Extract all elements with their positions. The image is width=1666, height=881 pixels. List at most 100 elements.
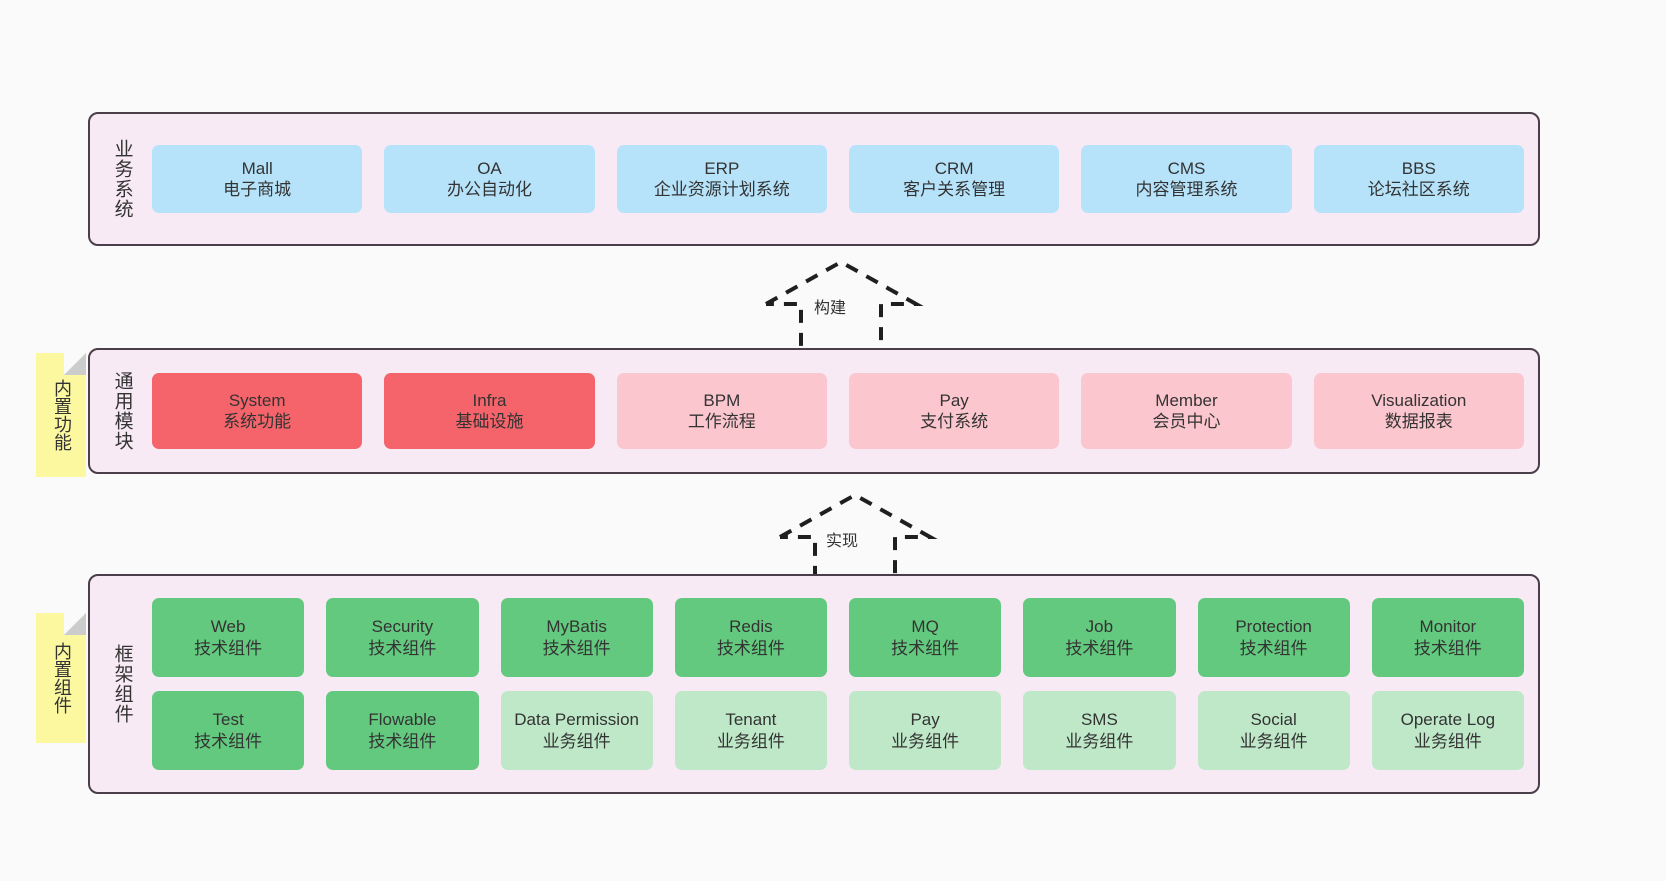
node-crm[interactable]: CRM 客户关系管理 [848, 145, 1060, 213]
node-member-en: Member [1155, 390, 1218, 410]
layer-title-common-module: 通用模块 [111, 371, 133, 451]
node-operate-log-cn: 业务组件 [1413, 731, 1482, 751]
node-tenant-cn: 业务组件 [716, 731, 785, 751]
node-test-en: Test [212, 710, 244, 730]
node-oa-en: OA [477, 158, 502, 178]
node-bbs-cn: 论坛社区系统 [1367, 180, 1470, 199]
layer-title-business-system: 业务系统 [111, 139, 133, 219]
node-bpm-en: BPM [703, 390, 741, 410]
node-test[interactable]: Test 技术组件 [152, 691, 305, 770]
node-security-en: Security [371, 617, 434, 637]
layer-body-business-system: Mall 电子商城 OA 办公自动化 ERP 企业资源计划系统 CRM 客户关系… [144, 114, 1538, 244]
node-monitor-en: Monitor [1419, 617, 1477, 637]
node-bpm[interactable]: BPM 工作流程 [616, 373, 827, 449]
node-system-cn: 系统功能 [223, 412, 292, 431]
node-web-cn: 技术组件 [194, 638, 263, 658]
node-monitor-cn: 技术组件 [1413, 638, 1482, 658]
node-data-permission-cn: 业务组件 [542, 731, 611, 751]
node-flowable-en: Flowable [368, 710, 437, 730]
node-pay-component[interactable]: Pay 业务组件 [849, 691, 1002, 770]
node-social[interactable]: Social 业务组件 [1197, 691, 1350, 770]
node-bpm-cn: 工作流程 [687, 412, 756, 431]
node-redis-cn: 技术组件 [716, 638, 785, 658]
node-mybatis-en: MyBatis [546, 617, 607, 637]
note-fold-corner-icon [64, 353, 86, 375]
node-job-cn: 技术组件 [1065, 638, 1134, 658]
node-visualization-cn: 数据报表 [1384, 412, 1453, 431]
node-web[interactable]: Web 技术组件 [152, 598, 305, 677]
business-system-row: Mall 电子商城 OA 办公自动化 ERP 企业资源计划系统 CRM 客户关系… [152, 145, 1524, 213]
node-mq-cn: 技术组件 [891, 638, 960, 658]
arrow-build-label: 构建 [814, 300, 847, 317]
node-security[interactable]: Security 技术组件 [326, 598, 479, 677]
framework-tech-row: Web 技术组件 Security 技术组件 MyBatis 技术组件 Redi… [152, 598, 1524, 677]
node-infra-en: Infra [472, 390, 507, 410]
node-flowable-cn: 技术组件 [368, 731, 437, 751]
node-test-cn: 技术组件 [194, 731, 263, 751]
note-fold-corner-icon [64, 613, 86, 635]
node-operate-log[interactable]: Operate Log 业务组件 [1371, 691, 1524, 770]
layer-body-common-module: System 系统功能 Infra 基础设施 BPM 工作流程 Pay 支付系统… [144, 350, 1538, 472]
node-mall-cn: 电子商城 [223, 180, 292, 199]
node-bbs-en: BBS [1401, 158, 1436, 178]
node-member[interactable]: Member 会员中心 [1081, 373, 1292, 449]
node-operate-log-en: Operate Log [1400, 710, 1496, 730]
layer-framework-component: 框架组件 Web 技术组件 Security 技术组件 MyBatis 技术组件… [88, 574, 1540, 794]
node-tenant-en: Tenant [725, 710, 777, 730]
layer-business-system: 业务系统 Mall 电子商城 OA 办公自动化 ERP 企业资源计划系统 CRM… [88, 112, 1540, 246]
node-social-cn: 业务组件 [1239, 731, 1308, 751]
arrow-realize-label: 实现 [826, 533, 859, 550]
node-data-permission-en: Data Permission [514, 710, 639, 730]
node-visualization[interactable]: Visualization 数据报表 [1313, 373, 1524, 449]
node-flowable[interactable]: Flowable 技术组件 [326, 691, 479, 770]
node-oa[interactable]: OA 办公自动化 [384, 145, 595, 213]
node-monitor[interactable]: Monitor 技术组件 [1371, 598, 1524, 677]
node-pay-module-en: Pay [939, 390, 969, 410]
node-pay-module-cn: 支付系统 [920, 412, 989, 431]
node-system[interactable]: System 系统功能 [152, 373, 363, 449]
node-bbs[interactable]: BBS 论坛社区系统 [1313, 145, 1524, 213]
sticky-note-builtin-component: 内置组件 [36, 613, 86, 743]
layer-body-framework-component: Web 技术组件 Security 技术组件 MyBatis 技术组件 Redi… [144, 576, 1538, 792]
node-system-en: System [228, 390, 286, 410]
node-mq-en: MQ [911, 617, 939, 637]
node-mq[interactable]: MQ 技术组件 [849, 598, 1002, 677]
node-pay-module[interactable]: Pay 支付系统 [848, 373, 1060, 449]
node-mybatis-cn: 技术组件 [542, 638, 611, 658]
arrow-build: 构建 [756, 256, 926, 356]
node-crm-en: CRM [934, 158, 974, 178]
node-pay-component-en: Pay [910, 710, 940, 730]
node-erp-cn: 企业资源计划系统 [653, 180, 790, 199]
node-visualization-en: Visualization [1371, 390, 1467, 410]
node-mybatis[interactable]: MyBatis 技术组件 [500, 598, 653, 677]
node-infra[interactable]: Infra 基础设施 [384, 373, 595, 449]
node-tenant[interactable]: Tenant 业务组件 [674, 691, 827, 770]
node-member-cn: 会员中心 [1152, 412, 1221, 431]
node-mall-en: Mall [241, 158, 273, 178]
node-sms-cn: 业务组件 [1065, 731, 1134, 751]
node-pay-component-cn: 业务组件 [891, 731, 960, 751]
node-sms-en: SMS [1080, 710, 1118, 730]
sticky-note-builtin-component-label: 内置组件 [51, 642, 72, 714]
node-cms-en: CMS [1167, 158, 1206, 178]
node-cms[interactable]: CMS 内容管理系统 [1081, 145, 1292, 213]
common-module-row: System 系统功能 Infra 基础设施 BPM 工作流程 Pay 支付系统… [152, 373, 1524, 449]
node-mall[interactable]: Mall 电子商城 [152, 145, 363, 213]
node-job[interactable]: Job 技术组件 [1023, 598, 1176, 677]
node-erp[interactable]: ERP 企业资源计划系统 [616, 145, 827, 213]
node-data-permission[interactable]: Data Permission 业务组件 [500, 691, 653, 770]
node-erp-en: ERP [704, 158, 740, 178]
sticky-note-builtin-function-label: 内置功能 [51, 379, 72, 451]
node-social-en: Social [1250, 710, 1297, 730]
sticky-note-builtin-function: 内置功能 [36, 353, 86, 477]
node-web-en: Web [210, 617, 246, 637]
node-redis[interactable]: Redis 技术组件 [674, 598, 827, 677]
node-infra-cn: 基础设施 [455, 412, 524, 431]
node-security-cn: 技术组件 [368, 638, 437, 658]
layer-title-framework-component: 框架组件 [111, 644, 133, 724]
node-sms[interactable]: SMS 业务组件 [1023, 691, 1176, 770]
node-oa-cn: 办公自动化 [446, 180, 532, 199]
node-protection[interactable]: Protection 技术组件 [1197, 598, 1350, 677]
layer-common-module: 通用模块 System 系统功能 Infra 基础设施 BPM 工作流程 Pay… [88, 348, 1540, 474]
